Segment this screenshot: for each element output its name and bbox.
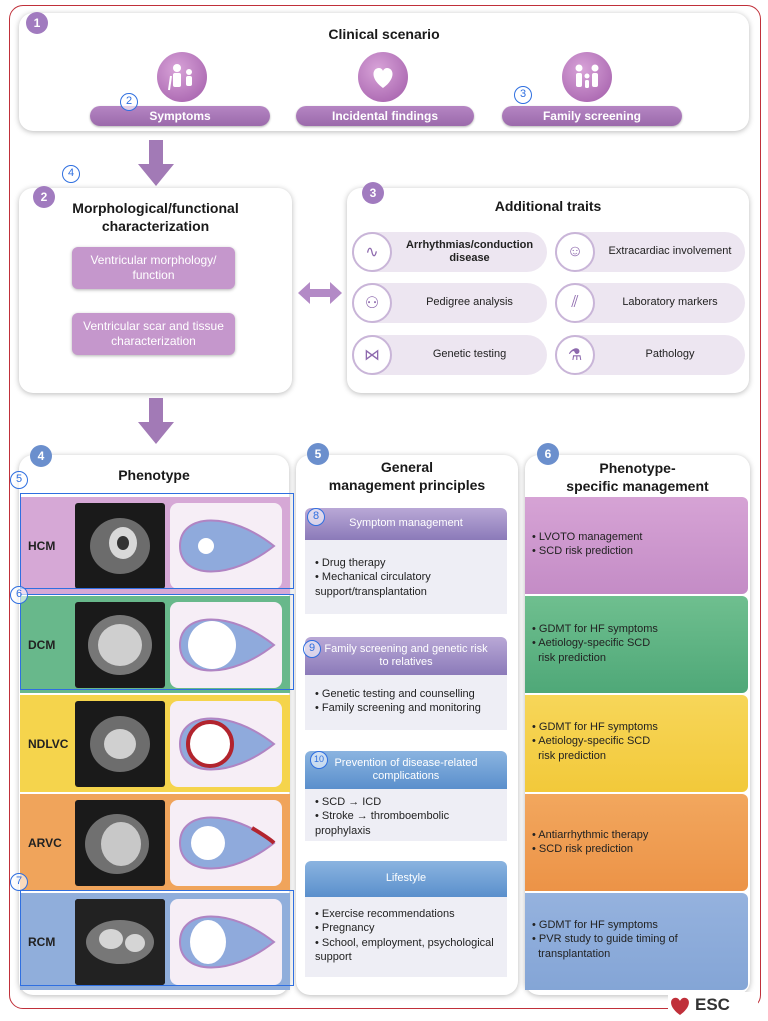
heart-logo-icon <box>671 997 689 1015</box>
phenotype-row-dcm: DCM <box>20 596 748 693</box>
annotation-marker: 8 <box>307 508 325 526</box>
ecg-icon: ∿ <box>352 232 392 272</box>
heart-schematic <box>170 899 282 985</box>
scenario-incidental-findings: Incidental findings <box>296 106 474 126</box>
dna-icon: ⋈ <box>352 335 392 375</box>
phenotype-label: HCM <box>28 538 56 553</box>
scenario-symptoms: Symptoms <box>90 106 270 126</box>
trait-pedigree: ⚇ Pedigree analysis <box>352 283 547 323</box>
morphological-panel <box>19 188 292 393</box>
esc-logo-text: ESC <box>695 995 730 1014</box>
panel-number-5: 5 <box>307 443 329 465</box>
arrow-down-icon <box>138 140 174 186</box>
esc-logo: ESC <box>668 992 758 1018</box>
general-title-line2: management principles <box>328 477 486 493</box>
mgmt-hcm: • LVOTO management • SCD risk prediction <box>532 531 643 558</box>
panel-number-4: 4 <box>30 445 52 467</box>
panel-number-2: 2 <box>33 186 55 208</box>
heart-schematic <box>170 800 282 886</box>
lifestyle-body: • Exercise recommendations • Pregnancy •… <box>305 897 507 977</box>
family-screening-header: Family screening and genetic risk to rel… <box>305 637 507 675</box>
prevention-header: Prevention of disease-related complicati… <box>305 751 507 789</box>
mri-image <box>75 800 165 886</box>
heart-schematic <box>170 701 282 787</box>
trait-pathology: ⚗ Pathology <box>555 335 745 375</box>
annotation-box-rcm <box>20 890 294 986</box>
general-title-line1: General <box>380 459 434 475</box>
annotation-marker: 5 <box>10 471 28 489</box>
trait-genetic-testing: ⋈ Genetic testing <box>352 335 547 375</box>
ventricular-morphology-box: Ventricular morphology/ function <box>72 247 235 289</box>
phenotype-label: RCM <box>28 934 56 949</box>
annotation-marker: 3 <box>514 86 532 104</box>
lifestyle-header: Lifestyle <box>305 861 507 897</box>
annotation-box-hcm <box>20 493 294 589</box>
symptom-management-body: • Drug therapy • Mechanical circulatory … <box>305 540 507 614</box>
prevention-body: • SCD → ICD • Stroke → thromboembolic pr… <box>305 789 507 841</box>
clinical-scenario-title: Clinical scenario <box>328 26 440 42</box>
heart-schematic <box>170 602 282 688</box>
annotation-marker: 10 <box>310 751 328 769</box>
trait-laboratory: ⫽ Laboratory markers <box>555 283 745 323</box>
family-icon <box>562 52 612 102</box>
panel-number-1: 1 <box>26 12 48 34</box>
arrow-down-icon <box>138 398 174 444</box>
trait-arrhythmias: ∿ Arrhythmias/conduction disease <box>352 232 547 272</box>
microscope-icon: ⚗ <box>555 335 595 375</box>
phenotype-row-ndlvc: NDLVC <box>20 695 748 792</box>
trait-extracardiac: ☺ Extracardiac involvement <box>555 232 745 272</box>
annotation-marker: 9 <box>303 640 321 658</box>
phenotype-row-hcm: HCM <box>20 497 748 594</box>
phenotype-specific-title-line1: Phenotype- <box>599 460 676 476</box>
double-arrow-icon <box>298 282 342 304</box>
phenotype-label: ARVC <box>28 835 62 850</box>
phenotype-label: DCM <box>28 637 56 652</box>
panel-number-6: 6 <box>537 443 559 465</box>
morphological-title-line1: Morphological/functional <box>72 200 239 216</box>
phenotype-title: Phenotype <box>118 467 190 483</box>
ventricular-scar-box: Ventricular scar and tissue characteriza… <box>72 313 235 355</box>
mri-image <box>75 701 165 787</box>
morphological-title-line2: characterization <box>101 218 210 234</box>
phenotype-row-rcm: RCM <box>20 893 748 990</box>
mgmt-dcm: • GDMT for HF symptoms • Aetiology-speci… <box>532 623 658 664</box>
phenotype-label: NDLVC <box>28 736 69 751</box>
mri-image <box>75 899 165 985</box>
phenotype-specific-title-line2: specific management <box>566 478 709 494</box>
phenotype-row-arvc: ARVC <box>20 794 748 891</box>
heart-schematic <box>170 503 282 589</box>
mri-image <box>75 602 165 688</box>
annotation-marker: 7 <box>10 873 28 891</box>
annotation-box-dcm <box>20 594 294 690</box>
additional-traits-title: Additional traits <box>494 198 602 214</box>
test-tube-icon: ⫽ <box>555 283 595 323</box>
heart-icon <box>358 52 408 102</box>
annotation-marker: 6 <box>10 586 28 604</box>
symptoms-icon <box>157 52 207 102</box>
mri-image <box>75 503 165 589</box>
annotation-marker: 2 <box>120 93 138 111</box>
mgmt-rcm: • GDMT for HF symptoms • PVR study to gu… <box>532 919 678 960</box>
annotation-marker: 4 <box>62 165 80 183</box>
family-screening-body: • Genetic testing and counselling • Fami… <box>305 675 507 730</box>
mgmt-arvc: • Antiarrhythmic therapy • SCD risk pred… <box>532 829 649 856</box>
mgmt-ndlvc: • GDMT for HF symptoms • Aetiology-speci… <box>532 721 658 762</box>
person-icon: ☺ <box>555 232 595 272</box>
panel-number-3: 3 <box>362 182 384 204</box>
scenario-family-screening: Family screening <box>502 106 682 126</box>
pedigree-icon: ⚇ <box>352 283 392 323</box>
symptom-management-header: Symptom management <box>305 508 507 540</box>
